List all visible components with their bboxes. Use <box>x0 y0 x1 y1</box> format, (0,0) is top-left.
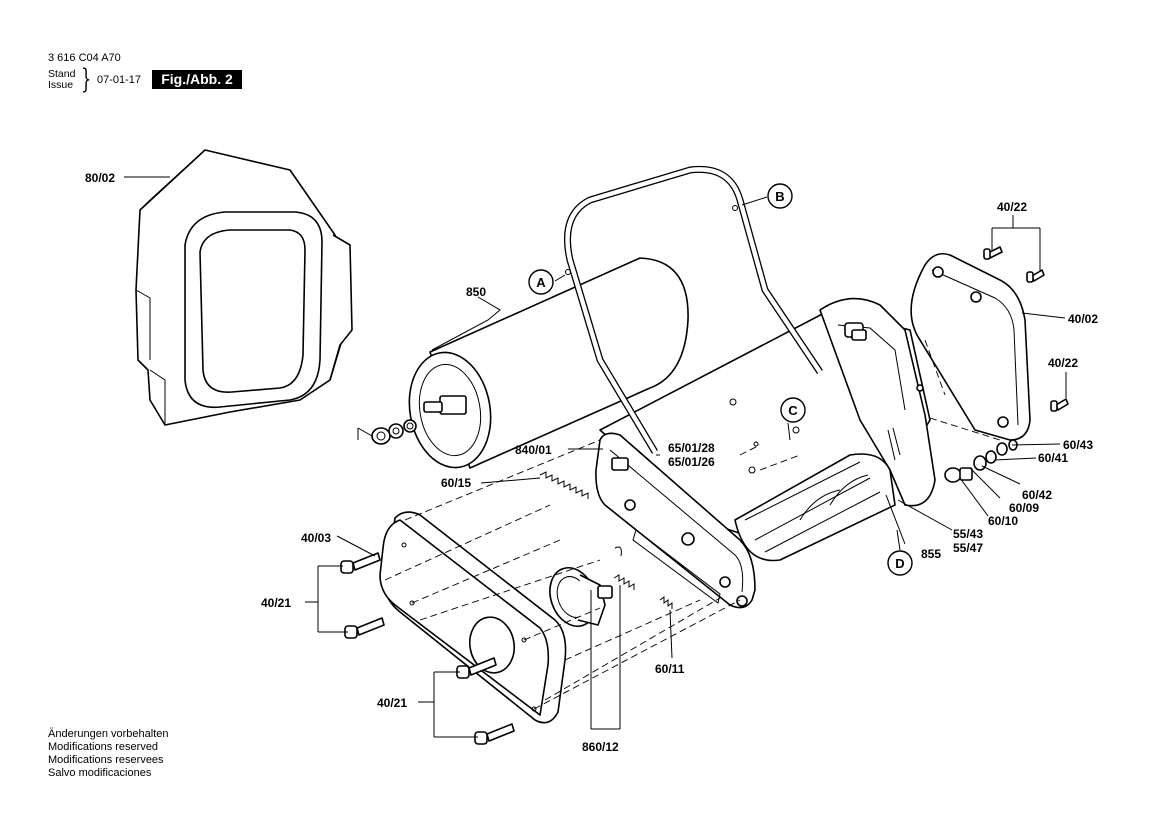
mower-housing-drawing <box>599 297 936 562</box>
modification-notes: Änderungen vorbehalten Modifications res… <box>48 728 168 780</box>
callout-b-text: B <box>775 189 784 204</box>
label-40-22-b: 40/22 <box>1048 356 1078 370</box>
callout-a-text: A <box>536 275 546 290</box>
right-small-parts-drawing <box>944 246 1069 483</box>
callout-c: C <box>780 397 806 423</box>
document-number: 3 616 C04 A70 <box>48 52 121 64</box>
label-55-47: 55/47 <box>953 541 983 555</box>
stand-label: Stand <box>48 68 76 80</box>
label-60-41: 60/41 <box>1038 451 1068 465</box>
label-850: 850 <box>466 285 486 299</box>
note-en: Modifications reserved <box>48 741 159 753</box>
label-860-12: 860/12 <box>582 740 619 754</box>
label-60-11: 60/11 <box>655 662 685 676</box>
figure-label: Fig./Abb. 2 <box>152 70 242 89</box>
label-40-22-a: 40/22 <box>997 200 1027 214</box>
left-screws-drawing <box>340 552 515 745</box>
label-60-15: 60/15 <box>441 476 471 490</box>
part-labels: 80/02 850 840/01 65/01/28 65/01/26 60/15… <box>85 171 1098 754</box>
label-855: 855 <box>921 547 941 561</box>
label-40-21-a: 40/21 <box>261 596 291 610</box>
note-es: Salvo modificaciones <box>48 767 152 779</box>
label-40-03: 40/03 <box>301 531 331 545</box>
side-plate-drawing <box>595 432 756 609</box>
label-40-21-b: 40/21 <box>377 696 407 710</box>
label-65-01-26: 65/01/26 <box>668 455 715 469</box>
handle-bar-drawing <box>564 165 823 454</box>
issue-label: Issue <box>48 79 74 91</box>
right-cover-drawing <box>910 252 1031 441</box>
leader-lines <box>124 176 1067 738</box>
callout-a: A <box>528 269 554 295</box>
label-80-02: 80/02 <box>85 171 115 185</box>
callout-d-text: D <box>895 556 904 571</box>
callout-c-text: C <box>788 403 798 418</box>
roller-drawing <box>357 257 689 469</box>
grass-box-drawing <box>135 149 353 426</box>
assembly-lines <box>384 339 1001 710</box>
label-60-10: 60/10 <box>988 514 1018 528</box>
note-de: Änderungen vorbehalten <box>48 728 169 740</box>
front-cover-drawing <box>379 511 567 724</box>
label-60-42: 60/42 <box>1022 488 1052 502</box>
callout-b: B <box>767 183 793 209</box>
issue-date: 07-01-17 <box>97 74 142 86</box>
callout-d: D <box>887 550 913 576</box>
label-60-09: 60/09 <box>1009 501 1039 515</box>
note-fr: Modifications reservees <box>48 754 164 766</box>
stand-issue-labels: Stand Issue <box>48 69 75 91</box>
brace-glyph: } <box>81 64 92 95</box>
springs-drawing <box>539 471 673 609</box>
label-60-43: 60/43 <box>1063 438 1093 452</box>
label-55-43: 55/43 <box>953 527 983 541</box>
label-840-01: 840/01 <box>515 443 552 457</box>
label-40-02: 40/02 <box>1068 312 1098 326</box>
label-65-01-28: 65/01/28 <box>668 441 715 455</box>
